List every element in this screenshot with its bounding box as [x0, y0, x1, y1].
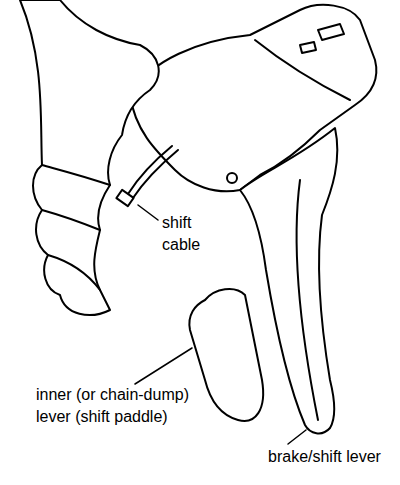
leader-line — [135, 348, 192, 384]
part-label: brake/shift lever — [268, 446, 381, 468]
leader-line — [138, 205, 158, 220]
lever-hood — [130, 5, 376, 192]
finger-crease — [42, 210, 100, 230]
leader-line — [288, 430, 306, 444]
brake-lever — [240, 128, 337, 433]
cable-ferrule — [116, 190, 133, 206]
hood-slot — [318, 24, 344, 40]
hood-slot — [300, 42, 316, 53]
part-label: inner (or chain-dump) lever (shift paddl… — [36, 384, 222, 428]
finger-crease — [42, 165, 110, 185]
finger-crease — [48, 255, 100, 290]
hood-detail — [255, 40, 350, 100]
cable — [128, 146, 172, 194]
lever-detail — [297, 180, 318, 420]
hand — [20, 0, 159, 315]
shift-paddle — [189, 289, 263, 421]
cable — [133, 150, 178, 198]
part-label: shift cable — [162, 212, 212, 256]
pivot — [227, 173, 237, 183]
